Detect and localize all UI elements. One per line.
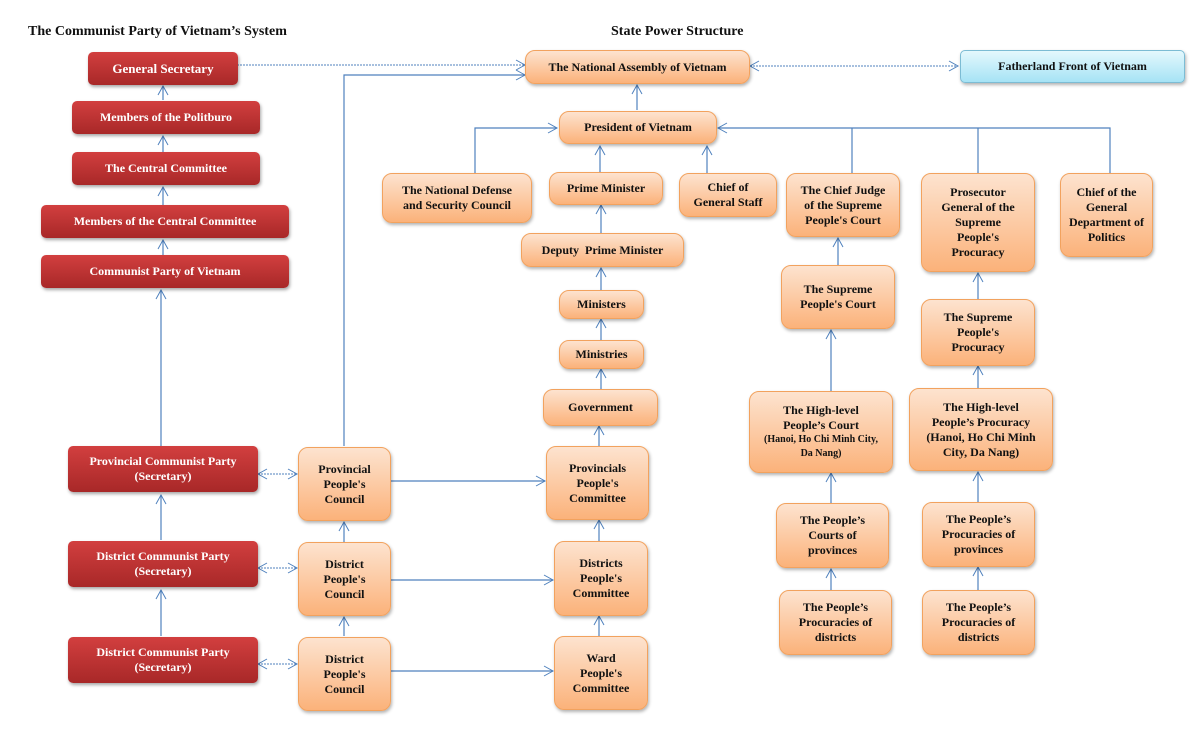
node-courts-provinces[interactable]: The People’s Courts of provinces: [776, 503, 889, 568]
node-central-committee[interactable]: The Central Committee: [72, 152, 260, 185]
node-district-party-2[interactable]: District Communist Party(Secretary): [68, 637, 258, 683]
node-procuracies-districts-left[interactable]: The People’s Procuracies of districts: [779, 590, 892, 655]
node-procuracies-districts-right[interactable]: The People’s Procuracies of districts: [922, 590, 1035, 655]
node-ministers[interactable]: Ministers: [559, 290, 644, 319]
node-label: District People's Council: [323, 651, 366, 696]
node-defense-council[interactable]: The National Defense and Security Counci…: [382, 173, 532, 223]
node-label: The Supreme People's Court: [800, 282, 876, 311]
node-sublabel: (Secretary): [134, 469, 192, 483]
node-label: The People’s Procuracies of districts: [798, 600, 873, 644]
node-label: The National Assembly of Vietnam: [548, 59, 727, 74]
node-label: The Supreme People's Procuracy: [943, 310, 1013, 354]
node-district-council-1[interactable]: District People's Council: [298, 542, 391, 616]
node-procuracies-provinces[interactable]: The People’s Procuracies of provinces: [922, 502, 1035, 567]
node-label: The High-level People’s Court: [783, 403, 859, 432]
party-system-title: The Communist Party of Vietnam’s System: [28, 24, 287, 39]
node-label: Communist Party of Vietnam: [89, 264, 241, 278]
node-deputy-pm[interactable]: Deputy Prime Minister: [521, 233, 684, 267]
node-fatherland-front[interactable]: Fatherland Front of Vietnam: [960, 50, 1185, 83]
node-cc-members[interactable]: Members of the Central Committee: [41, 205, 289, 238]
node-district-council-2[interactable]: District People's Council: [298, 637, 391, 711]
state-structure-title: State Power Structure: [611, 24, 744, 39]
node-cpv[interactable]: Communist Party of Vietnam: [41, 255, 289, 288]
node-provincial-council[interactable]: Provincial People's Council: [298, 447, 391, 521]
node-supreme-court[interactable]: The Supreme People's Court: [781, 265, 895, 329]
node-high-procuracy[interactable]: The High-level People’s Procuracy (Hanoi…: [909, 388, 1053, 471]
node-label: Prosecutor General of the Supreme People…: [941, 185, 1015, 259]
node-label: Provincial People's Council: [318, 461, 371, 506]
node-label: The Central Committee: [105, 161, 227, 175]
node-high-court[interactable]: The High-level People’s Court(Hanoi, Ho …: [749, 391, 893, 473]
node-districts-committee[interactable]: Districts People's Committee: [554, 541, 648, 616]
node-label: The People’s Procuracies of provinces: [941, 512, 1016, 556]
node-label: Government: [568, 400, 633, 414]
node-provincial-party[interactable]: Provincial Communist Party(Secretary): [68, 446, 258, 492]
node-sublabel: (Secretary): [134, 660, 192, 674]
link-defense-president: [474, 122, 559, 173]
node-chief-judge[interactable]: The Chief Judge of the Supreme People's …: [786, 173, 900, 237]
node-prime-minister[interactable]: Prime Minister: [549, 172, 663, 205]
node-label: District Communist Party: [96, 645, 230, 659]
node-label: Members of the Politburo: [99, 110, 233, 124]
node-label: Ministers: [577, 297, 626, 311]
node-label: Fatherland Front of Vietnam: [998, 59, 1147, 73]
node-label: President of Vietnam: [584, 120, 692, 134]
node-chief-politics[interactable]: Chief of the General Department of Polit…: [1060, 173, 1153, 257]
node-president[interactable]: President of Vietnam: [559, 111, 717, 144]
node-provincial-committee[interactable]: Provincials People's Committee: [546, 446, 649, 520]
node-label: The High-level People’s Procuracy (Hanoi…: [926, 399, 1036, 459]
node-label: The People’s Courts of provinces: [799, 513, 866, 557]
node-ward-committee[interactable]: Ward People's Committee: [554, 636, 648, 710]
node-national-assembly[interactable]: The National Assembly of Vietnam: [525, 50, 750, 84]
node-prosecutor-general[interactable]: Prosecutor General of the Supreme People…: [921, 173, 1035, 272]
node-label: The Chief Judge of the Supreme People's …: [800, 182, 886, 227]
node-label: Prime Minister: [566, 181, 646, 195]
node-label: Provincial Communist Party: [89, 454, 237, 468]
node-label: Deputy Prime Minister: [541, 242, 664, 257]
node-label: Ministries: [575, 347, 628, 361]
node-district-party-1[interactable]: District Communist Party(Secretary): [68, 541, 258, 587]
node-general-secretary[interactable]: General Secretary: [88, 52, 238, 85]
node-government[interactable]: Government: [543, 389, 658, 426]
node-label: The National Defense and Security Counci…: [402, 183, 512, 212]
node-politburo[interactable]: Members of the Politburo: [72, 101, 260, 134]
node-label: Ward People's Committee: [572, 650, 630, 695]
link-provcouncil-assembly: [343, 69, 527, 446]
node-ministries[interactable]: Ministries: [559, 340, 644, 369]
node-label: General Secretary: [112, 61, 214, 76]
node-label: Members of the Central Committee: [73, 214, 257, 228]
node-label: Chief of General Staff: [693, 180, 763, 209]
node-label: The People’s Procuracies of districts: [941, 600, 1016, 644]
link-rightgroup-president: [716, 122, 1111, 173]
node-label: Districts People's Committee: [572, 556, 630, 600]
node-supreme-procuracy[interactable]: The Supreme People's Procuracy: [921, 299, 1035, 366]
node-label: Chief of the General Department of Polit…: [1069, 185, 1144, 244]
node-label: District People's Council: [323, 556, 366, 601]
node-chief-general-staff[interactable]: Chief of General Staff: [679, 173, 777, 217]
node-label: District Communist Party: [96, 549, 230, 563]
node-sublabel: (Hanoi, Ho Chi Minh City, Da Nang): [764, 434, 878, 459]
node-label: Provincials People's Committee: [568, 460, 627, 505]
node-sublabel: (Secretary): [134, 564, 192, 578]
